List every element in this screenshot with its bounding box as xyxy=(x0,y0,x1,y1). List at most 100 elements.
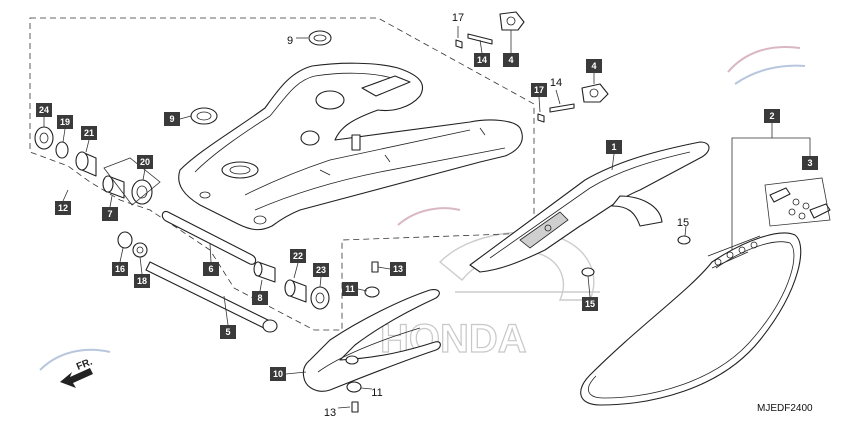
part-callout-box xyxy=(586,59,602,73)
part-callout-number: 5 xyxy=(225,327,230,337)
part-callout-number: 15 xyxy=(585,299,595,309)
part-callout-b4b: 4 xyxy=(586,59,602,73)
part-callout-box xyxy=(36,103,52,117)
part-callout-number: 21 xyxy=(84,128,94,138)
chain-adjusters xyxy=(455,11,609,123)
part-callout-b12: 12 xyxy=(55,201,71,215)
swingarm xyxy=(178,62,523,231)
part-callout-box xyxy=(503,53,519,67)
part-callout-number: 23 xyxy=(316,265,326,275)
part-callout-b1: 1 xyxy=(606,140,622,154)
part-callout-b20: 20 xyxy=(137,155,153,169)
part-callout-b13a: 13 xyxy=(390,262,406,276)
part-callout-box xyxy=(55,201,71,215)
part-callout-b18: 18 xyxy=(134,274,150,288)
part-number-p14b: 14 xyxy=(550,77,562,89)
part-callout-box xyxy=(531,83,547,97)
part-callout-box xyxy=(220,325,236,339)
part-callout-number: 8 xyxy=(257,293,262,303)
part-callout-b10: 10 xyxy=(270,367,286,381)
part-callout-b7: 7 xyxy=(102,207,118,221)
part-callout-box xyxy=(203,262,219,276)
part-callout-number: 12 xyxy=(58,203,68,213)
part-callout-b22: 22 xyxy=(290,249,306,263)
part-callout-number: 14 xyxy=(477,55,487,65)
part-callout-box xyxy=(270,367,286,381)
part-number-p13b: 13 xyxy=(324,407,336,419)
part-callout-b21: 21 xyxy=(81,126,97,140)
diagram-code: MJEDF2400 xyxy=(757,403,813,414)
part-callout-b16: 16 xyxy=(112,262,128,276)
site-logo-watermark xyxy=(39,46,806,371)
part-callout-b23: 23 xyxy=(313,263,329,277)
chain-slider xyxy=(302,261,441,413)
part-callout-box xyxy=(290,249,306,263)
part-callout-number: 16 xyxy=(115,264,125,274)
part-callout-box xyxy=(112,262,128,276)
part-callout-number: 17 xyxy=(534,85,544,95)
part-number-p15a: 15 xyxy=(677,217,689,229)
part-number-p11b: 11 xyxy=(371,387,382,399)
chain-case xyxy=(469,141,710,273)
front-direction-indicator: FR. xyxy=(60,356,94,388)
part-callout-number: 4 xyxy=(591,61,596,71)
part-callout-number: 2 xyxy=(769,111,774,121)
part-callout-number: 22 xyxy=(293,251,303,261)
part-callout-number: 3 xyxy=(807,158,812,168)
part-callout-b3: 3 xyxy=(802,156,818,170)
assembly-boundary xyxy=(29,17,535,331)
part-callout-number: 11 xyxy=(345,284,355,294)
part-number-p17a: 17 xyxy=(452,12,464,24)
part-callout-b15b: 15 xyxy=(582,297,598,311)
part-callout-number: 18 xyxy=(137,276,147,286)
part-callout-box xyxy=(81,126,97,140)
part-callout-box xyxy=(137,155,153,169)
part-number-p9b: 9 xyxy=(287,35,293,47)
part-callout-box xyxy=(474,53,490,67)
part-callout-box xyxy=(606,140,622,154)
part-callout-b19: 19 xyxy=(57,115,73,129)
part-callout-number: 6 xyxy=(208,264,213,274)
part-callout-b24: 24 xyxy=(36,103,52,117)
part-callout-b5: 5 xyxy=(220,325,236,339)
dust-seals xyxy=(190,30,332,125)
part-callout-number: 20 xyxy=(140,157,150,167)
part-callout-b6: 6 xyxy=(203,262,219,276)
part-callout-b17b: 17 xyxy=(531,83,547,97)
part-callout-box xyxy=(390,262,406,276)
part-callout-b8: 8 xyxy=(252,291,268,305)
part-callout-number: 19 xyxy=(60,117,70,127)
part-callout-number: 1 xyxy=(611,142,616,152)
part-callout-box xyxy=(102,207,118,221)
part-callout-number: 4 xyxy=(508,55,513,65)
part-callout-b2: 2 xyxy=(764,109,780,123)
part-callout-b11a: 11 xyxy=(342,282,358,296)
chain-joint-kit xyxy=(764,177,831,227)
case-screws xyxy=(581,235,691,277)
part-callout-b4a: 4 xyxy=(503,53,519,67)
drive-chain xyxy=(580,232,802,406)
part-callout-box xyxy=(134,274,150,288)
leader-lines xyxy=(43,26,811,409)
part-callout-b14a: 14 xyxy=(474,53,490,67)
left-bearing-stack xyxy=(34,126,161,206)
part-callout-box xyxy=(582,297,598,311)
part-callout-box xyxy=(57,115,73,129)
part-callout-number: 24 xyxy=(39,105,49,115)
part-callout-box xyxy=(802,156,818,170)
part-callout-number: 10 xyxy=(273,369,283,379)
pivot-hardware xyxy=(117,210,330,333)
front-arrow-label: FR. xyxy=(75,356,94,372)
part-callout-box xyxy=(342,282,358,296)
part-callout-number: 9 xyxy=(169,114,174,124)
part-callout-number: 13 xyxy=(393,264,403,274)
part-callout-number: 7 xyxy=(107,209,112,219)
part-callout-box xyxy=(764,109,780,123)
part-callout-box xyxy=(313,263,329,277)
part-callout-b9a: 9 xyxy=(164,112,180,126)
part-callout-box xyxy=(164,112,180,126)
part-callout-box xyxy=(252,291,268,305)
